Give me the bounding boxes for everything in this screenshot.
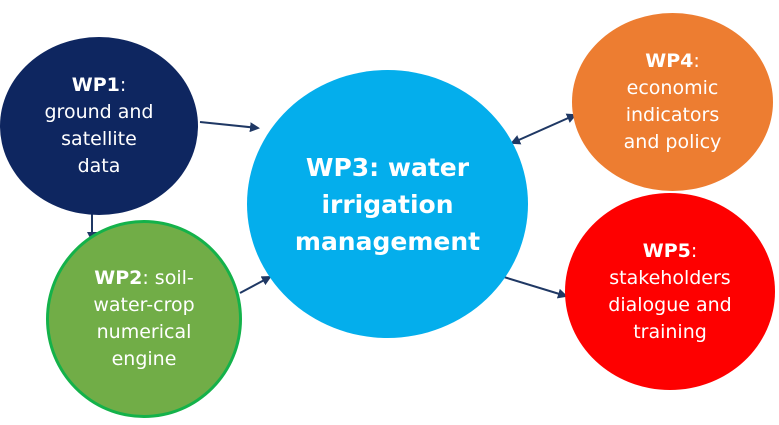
- wp5-id: WP5: [642, 239, 691, 262]
- arrow-wp1-to-wp3: [199, 121, 260, 133]
- wp5-sep: :: [690, 239, 698, 262]
- wp1-line-3: data: [77, 155, 121, 177]
- wp4-line-2: indicators: [625, 104, 720, 126]
- wp1-label: WP1: ground and satellite data: [44, 72, 153, 180]
- wp1-sep: :: [119, 74, 127, 96]
- wp3-line-1: WP3: water: [305, 152, 470, 182]
- arrow-wp3-wp4: [510, 113, 577, 145]
- wp5-line-3: training: [633, 320, 707, 343]
- wp3-node: WP3: water irrigation management: [247, 70, 528, 338]
- arrow-wp2-to-wp3: [239, 276, 272, 294]
- wp3-line-2: irrigation: [321, 189, 454, 219]
- wp4-id: WP4: [645, 50, 694, 72]
- wp3-label: WP3: water irrigation management: [295, 149, 480, 260]
- wp1-id: WP1: [71, 74, 120, 96]
- wp2-id: WP2: [94, 267, 143, 289]
- wp2-line-1: water-crop: [93, 294, 195, 316]
- wp5-label: WP5: stakeholders dialogue and training: [608, 238, 731, 346]
- wp3-line-3: management: [294, 226, 481, 256]
- wp4-line-1: economic: [626, 77, 719, 99]
- wp2-sep: : soil-: [142, 267, 194, 289]
- wp1-line-2: satellite: [61, 128, 137, 150]
- wp2-line-2: numerical: [96, 321, 192, 343]
- wp5-line-1: stakeholders: [609, 266, 731, 289]
- wp4-line-3: and policy: [623, 131, 722, 153]
- arrow-wp3-wp5: [492, 271, 568, 299]
- wp1-line-1: ground and: [44, 101, 154, 123]
- wp2-line-3: engine: [111, 348, 177, 370]
- wp5-node: WP5: stakeholders dialogue and training: [565, 193, 775, 390]
- wp1-node: WP1: ground and satellite data: [0, 37, 198, 215]
- wp5-line-2: dialogue and: [608, 293, 732, 316]
- wp4-node: WP4: economic indicators and policy: [572, 13, 773, 191]
- wp2-node: WP2: soil- water-crop numerical engine: [46, 220, 242, 418]
- wp4-sep: :: [693, 50, 700, 72]
- wp2-label: WP2: soil- water-crop numerical engine: [93, 265, 194, 373]
- wp4-label: WP4: economic indicators and policy: [624, 48, 722, 156]
